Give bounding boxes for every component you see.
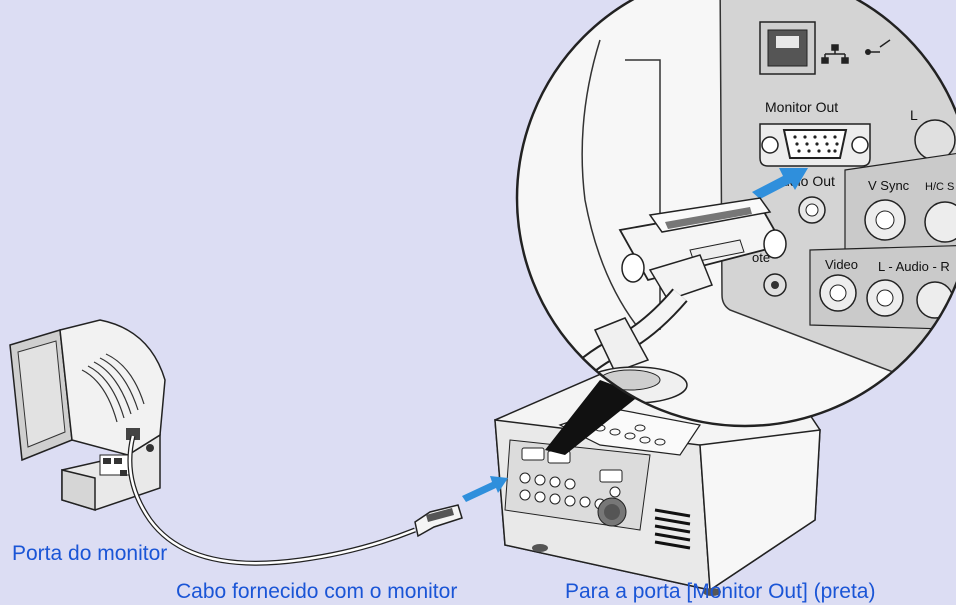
crt-monitor [9, 319, 166, 512]
label-monitor-out: Monitor Out [765, 99, 838, 115]
label-hc-sync: H/C S [925, 181, 954, 193]
label-remote: ote [752, 250, 770, 265]
zoom-circle: Monitor Out L udio Out V [515, 0, 956, 428]
label-l-top: L [910, 107, 918, 123]
label-video: Video [825, 257, 858, 272]
arrow-to-monitor-out [752, 168, 808, 199]
vga-connector-zoomed [551, 197, 787, 404]
arrow-to-projector [462, 476, 508, 502]
caption-cable: Cabo fornecido com o monitor [176, 580, 458, 603]
label-v-sync: V Sync [868, 178, 910, 193]
network-icon [821, 44, 849, 64]
caption-monitor-port: Porta do monitor [12, 542, 168, 565]
vga-plug [414, 504, 463, 538]
caption-projector-port: Para a porta [Monitor Out] (preta) [565, 580, 876, 603]
label-audio: L - Audio - R [878, 259, 950, 274]
zoom-connector [545, 380, 640, 455]
monitor-out-port [759, 123, 871, 167]
